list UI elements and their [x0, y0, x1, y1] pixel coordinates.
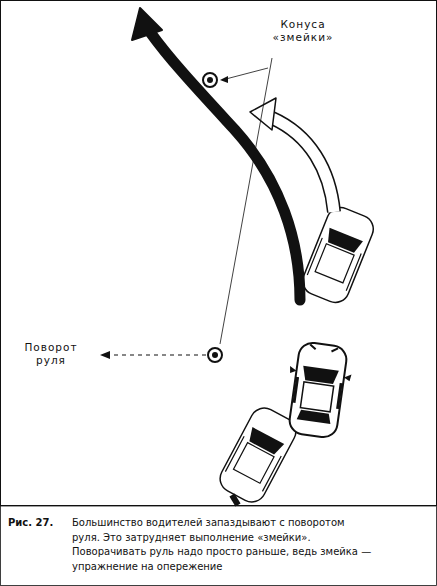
steering-label: Поворот руля [14, 341, 88, 367]
caption: Большинство водителей запаздывают с пово… [72, 516, 372, 574]
cone-label: Конуса «змейки» [262, 18, 344, 44]
figure-number: Рис. 27. [8, 516, 68, 531]
